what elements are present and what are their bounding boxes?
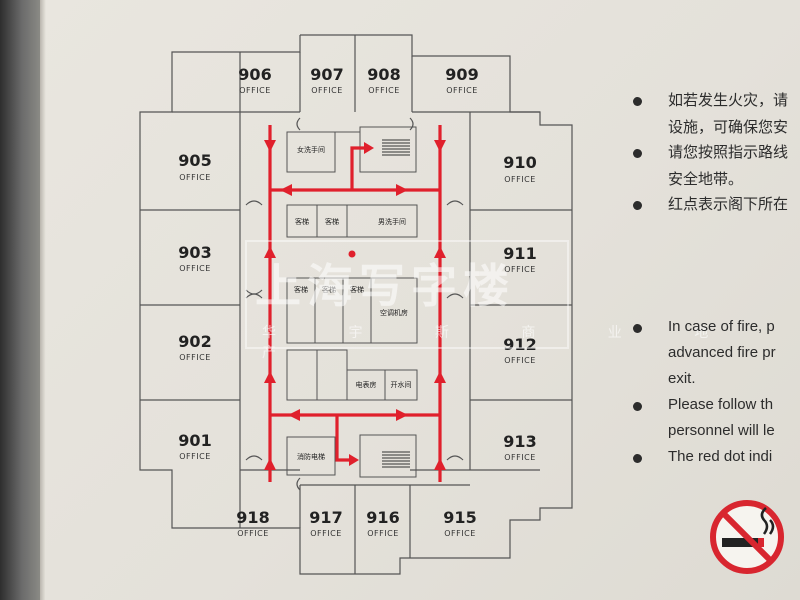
note-zh: 安全地带。 bbox=[668, 170, 744, 188]
room-sub: OFFICE bbox=[239, 86, 271, 95]
note-zh: 设施，可确保您安 bbox=[668, 118, 789, 136]
womens-restroom-label: 女洗手间 bbox=[297, 145, 325, 154]
room-num: 913 bbox=[503, 432, 536, 451]
fire-elevator-label: 消防电梯 bbox=[297, 452, 325, 461]
room-sub: OFFICE bbox=[444, 529, 476, 538]
room-sub: OFFICE bbox=[367, 529, 399, 538]
room-num: 910 bbox=[503, 153, 536, 172]
room-num: 917 bbox=[309, 508, 342, 527]
watermark-title: 上海写字楼 bbox=[255, 259, 515, 313]
route-arrows bbox=[264, 140, 446, 470]
room-num: 909 bbox=[445, 65, 478, 84]
note-en: The red dot indi bbox=[668, 448, 773, 465]
elevator-label: 客梯 bbox=[350, 285, 364, 294]
elevator-label: 客梯 bbox=[322, 285, 336, 294]
core-labels: 女洗手间 客梯 客梯 男洗手间 客梯 客梯 客梯 空调机房 电表房 开水间 消防… bbox=[294, 145, 412, 461]
no-smoking-icon bbox=[710, 500, 784, 574]
you-are-here-dot bbox=[348, 250, 356, 258]
room-labels: 906 OFFICE 907 OFFICE 908 OFFICE 909 OFF… bbox=[178, 65, 536, 538]
room-num: 902 bbox=[178, 332, 211, 351]
water-room-label: 开水间 bbox=[391, 380, 412, 389]
bullet-icon bbox=[633, 97, 642, 106]
note-en: advanced fire pr bbox=[668, 344, 776, 361]
room-sub: OFFICE bbox=[446, 86, 478, 95]
room-num: 916 bbox=[366, 508, 399, 527]
room-sub: OFFICE bbox=[179, 353, 211, 362]
room-sub: OFFICE bbox=[504, 356, 536, 365]
elevator-label: 客梯 bbox=[325, 217, 339, 226]
room-sub: OFFICE bbox=[504, 175, 536, 184]
room-num: 907 bbox=[310, 65, 343, 84]
plan-outline bbox=[139, 34, 573, 575]
room-num: 911 bbox=[503, 244, 536, 263]
note-zh: 请您按照指示路线 bbox=[668, 143, 789, 161]
room-sub: OFFICE bbox=[504, 265, 536, 274]
room-num: 908 bbox=[367, 65, 400, 84]
room-sub: OFFICE bbox=[504, 453, 536, 462]
room-sub: OFFICE bbox=[310, 529, 342, 538]
room-num: 901 bbox=[178, 431, 211, 450]
room-sub: OFFICE bbox=[179, 173, 211, 182]
room-num: 912 bbox=[503, 335, 536, 354]
electric-room-label: 电表房 bbox=[356, 380, 377, 389]
bullet-icon bbox=[633, 454, 642, 463]
room-sub: OFFICE bbox=[179, 452, 211, 461]
room-num: 915 bbox=[443, 508, 476, 527]
room-num: 906 bbox=[238, 65, 271, 84]
wall-background bbox=[0, 0, 40, 600]
mens-restroom-label: 男洗手间 bbox=[378, 217, 406, 226]
evacuation-sign-board bbox=[40, 0, 800, 600]
note-en: Please follow th bbox=[668, 396, 774, 413]
room-num: 903 bbox=[178, 243, 211, 262]
bullet-icon bbox=[633, 402, 642, 411]
stairs bbox=[382, 139, 410, 468]
bullet-icon bbox=[633, 201, 642, 210]
ac-room-label: 空调机房 bbox=[380, 308, 408, 317]
room-num: 918 bbox=[236, 508, 269, 527]
board-frame-edge bbox=[40, 0, 46, 600]
note-en: personnel will le bbox=[668, 422, 775, 439]
note-en: In case of fire, p bbox=[668, 318, 775, 335]
elevator-label: 客梯 bbox=[295, 217, 309, 226]
note-zh: 如若发生火灾，请 bbox=[668, 91, 789, 109]
watermark-frame bbox=[245, 240, 569, 349]
note-zh: 红点表示阁下所在 bbox=[668, 195, 789, 213]
room-num: 905 bbox=[178, 151, 211, 170]
note-en: exit. bbox=[668, 370, 696, 387]
bullet-icon bbox=[633, 149, 642, 158]
room-sub: OFFICE bbox=[179, 264, 211, 273]
room-sub: OFFICE bbox=[311, 86, 343, 95]
bullet-icon bbox=[633, 324, 642, 333]
watermark-subtitle: 华 宇 斯 商 业 地 产 bbox=[262, 325, 743, 361]
room-sub: OFFICE bbox=[237, 529, 269, 538]
elevator-label: 客梯 bbox=[294, 285, 308, 294]
room-sub: OFFICE bbox=[368, 86, 400, 95]
